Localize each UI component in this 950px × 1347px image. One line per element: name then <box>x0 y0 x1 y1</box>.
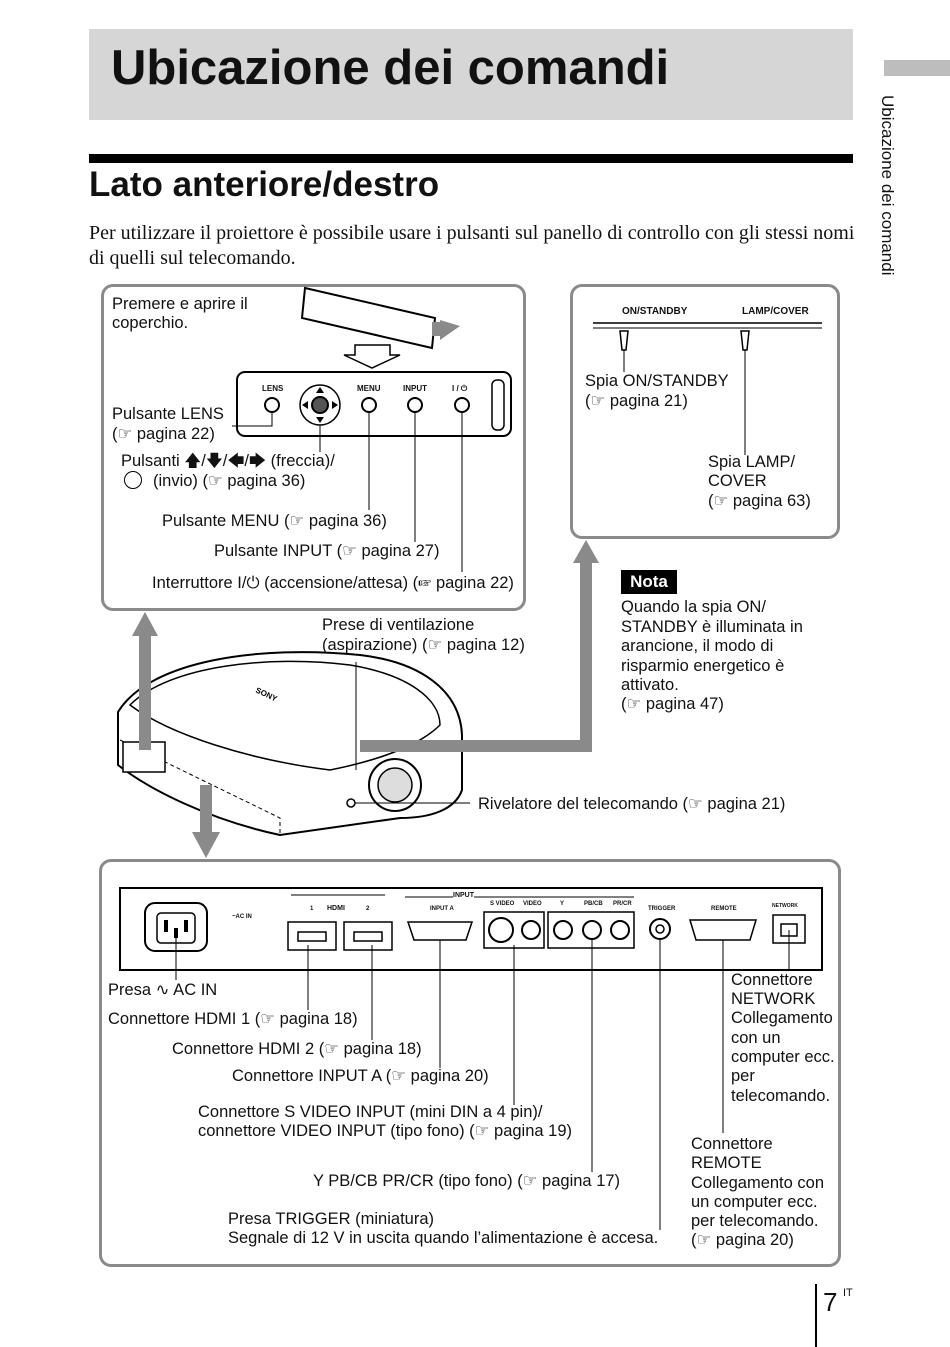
remote-tag: REMOTE <box>711 906 737 912</box>
lid-illustration <box>300 286 460 369</box>
y-tag: Y <box>560 901 565 907</box>
remote-line-3: Collegamento con <box>691 1174 824 1192</box>
vent-ref: (aspirazione) (☞ pagina 12) <box>322 636 525 654</box>
page-number: 7 <box>823 1287 838 1317</box>
nota-line-3: arancione, il modo di <box>621 637 774 655</box>
trigger-label-1: Presa TRIGGER (miniatura) <box>228 1210 434 1228</box>
hdmi-2-tag: 2 <box>366 906 370 912</box>
nota-line-2: STANDBY è illuminata in <box>621 618 803 636</box>
side-tab-bar <box>884 60 950 76</box>
enter-button-ref: (invio) (☞ pagina 36) <box>153 472 306 490</box>
page-title: Ubicazione dei comandi <box>111 41 670 95</box>
lens-key-label: LENS <box>262 384 284 393</box>
network-line-5: computer ecc. <box>731 1048 835 1066</box>
network-line-7: telecomando. <box>731 1087 831 1105</box>
pb-tag: PB/CB <box>584 901 603 907</box>
rear-panel-illustration <box>119 887 823 971</box>
lid-note-line-1: Premere e aprire il <box>112 295 248 313</box>
component-label: Y PB/CB PR/CR (tipo fono) (☞ pagina 17) <box>313 1172 621 1190</box>
control-leader-lines <box>232 412 463 572</box>
lamp-cover-label-1: Spia LAMP/ <box>708 453 796 471</box>
nota-line-5: attivato. <box>621 676 679 694</box>
remote-line-6: (☞ pagina 20) <box>691 1231 794 1249</box>
indicator-callout <box>570 284 840 539</box>
svideo-label-2: connettore VIDEO INPUT (tipo fono) (☞ pa… <box>198 1122 572 1140</box>
hdmi-2-label: Connettore HDMI 2 (☞ pagina 18) <box>172 1040 422 1058</box>
remote-line-2: REMOTE <box>691 1154 762 1172</box>
vent-label: Prese di ventilazione <box>322 616 475 634</box>
remote-line-4: un computer ecc. <box>691 1193 818 1211</box>
nota-line-1: Quando la spia ON/ <box>621 598 766 616</box>
trigger-tag: TRIGGER <box>648 906 676 912</box>
arrow-buttons-label: Pulsanti 🡅/🡇/🡄/🡆 (freccia)/ <box>121 452 335 470</box>
lens-button-ref: (☞ pagina 22) <box>112 425 215 443</box>
page-number-rule <box>815 1284 817 1347</box>
side-tab-label: Ubicazione dei comandi <box>878 95 897 276</box>
lamp-cover-label-2: COVER <box>708 472 767 490</box>
section-rule <box>89 154 853 163</box>
input-button-label: Pulsante INPUT (☞ pagina 27) <box>214 542 440 560</box>
trigger-label-2: Segnale di 12 V in uscita quando l’alime… <box>228 1229 659 1247</box>
network-tag: NETWORK <box>772 903 798 909</box>
title-banner <box>89 29 853 120</box>
ac-in-tag: ~AC IN <box>232 914 252 920</box>
nota-line-4: risparmio energetico è <box>621 657 785 675</box>
input-a-label: Connettore INPUT A (☞ pagina 20) <box>232 1067 489 1085</box>
network-line-3: Collegamento <box>731 1009 833 1027</box>
svideo-label-1: Connettore S VIDEO INPUT (mini DIN a 4 p… <box>198 1103 543 1121</box>
hdmi-tag: HDMI <box>327 905 345 912</box>
rear-leader-lines <box>175 930 790 1230</box>
input-group-tag: INPUT <box>453 892 474 899</box>
rear-panel-callout <box>99 859 841 1267</box>
remote-line-1: Connettore <box>691 1135 773 1153</box>
indicator-strip <box>593 322 822 455</box>
network-line-6: per <box>731 1067 755 1085</box>
input-key-label: INPUT <box>403 384 427 393</box>
pr-tag: PR/CR <box>613 901 632 907</box>
control-strip <box>236 371 512 437</box>
input-a-tag: INPUT A <box>430 906 454 912</box>
video-tag: VIDEO <box>523 901 542 907</box>
lamp-cover-ref: (☞ pagina 63) <box>708 492 811 510</box>
remote-line-5: per telecomando. <box>691 1212 819 1230</box>
on-standby-indicator-tag: ON/STANDBY <box>622 306 688 317</box>
network-line-1: Connettore <box>731 971 813 989</box>
nota-line-6: (☞ pagina 47) <box>621 695 724 713</box>
remote-sensor-label: Rivelatore del telecomando (☞ pagina 21) <box>478 795 786 813</box>
on-standby-ref: (☞ pagina 21) <box>585 392 688 410</box>
on-standby-label: Spia ON/STANDBY <box>585 372 729 390</box>
network-line-4: con un <box>731 1029 781 1047</box>
hdmi-1-tag: 1 <box>310 906 314 912</box>
control-panel-callout <box>101 284 526 611</box>
lid-note-line-2: coperchio. <box>112 314 189 332</box>
ac-in-label: Presa ∿ AC IN <box>108 981 218 999</box>
hdmi-1-label: Connettore HDMI 1 (☞ pagina 18) <box>108 1010 358 1028</box>
network-line-2: NETWORK <box>731 990 816 1008</box>
lens-button-label: Pulsante LENS <box>112 405 224 423</box>
section-title: Lato anteriore/destro <box>89 165 440 204</box>
language-code: IT <box>843 1287 853 1299</box>
enter-icon <box>124 471 142 489</box>
power-key-label: I / ⏻ <box>452 384 468 393</box>
menu-button-label: Pulsante MENU (☞ pagina 36) <box>162 512 387 530</box>
menu-key-label: MENU <box>357 384 381 393</box>
nota-tag: Nota <box>621 570 677 594</box>
power-switch-label: Interruttore I/⏻ (accensione/attesa) (☞ … <box>152 574 514 592</box>
s-video-tag: S VIDEO <box>490 901 515 907</box>
connector-arrows <box>132 540 599 858</box>
intro-paragraph: Per utilizzare il proiettore è possibile… <box>89 222 855 269</box>
lamp-cover-indicator-tag: LAMP/COVER <box>742 306 809 317</box>
